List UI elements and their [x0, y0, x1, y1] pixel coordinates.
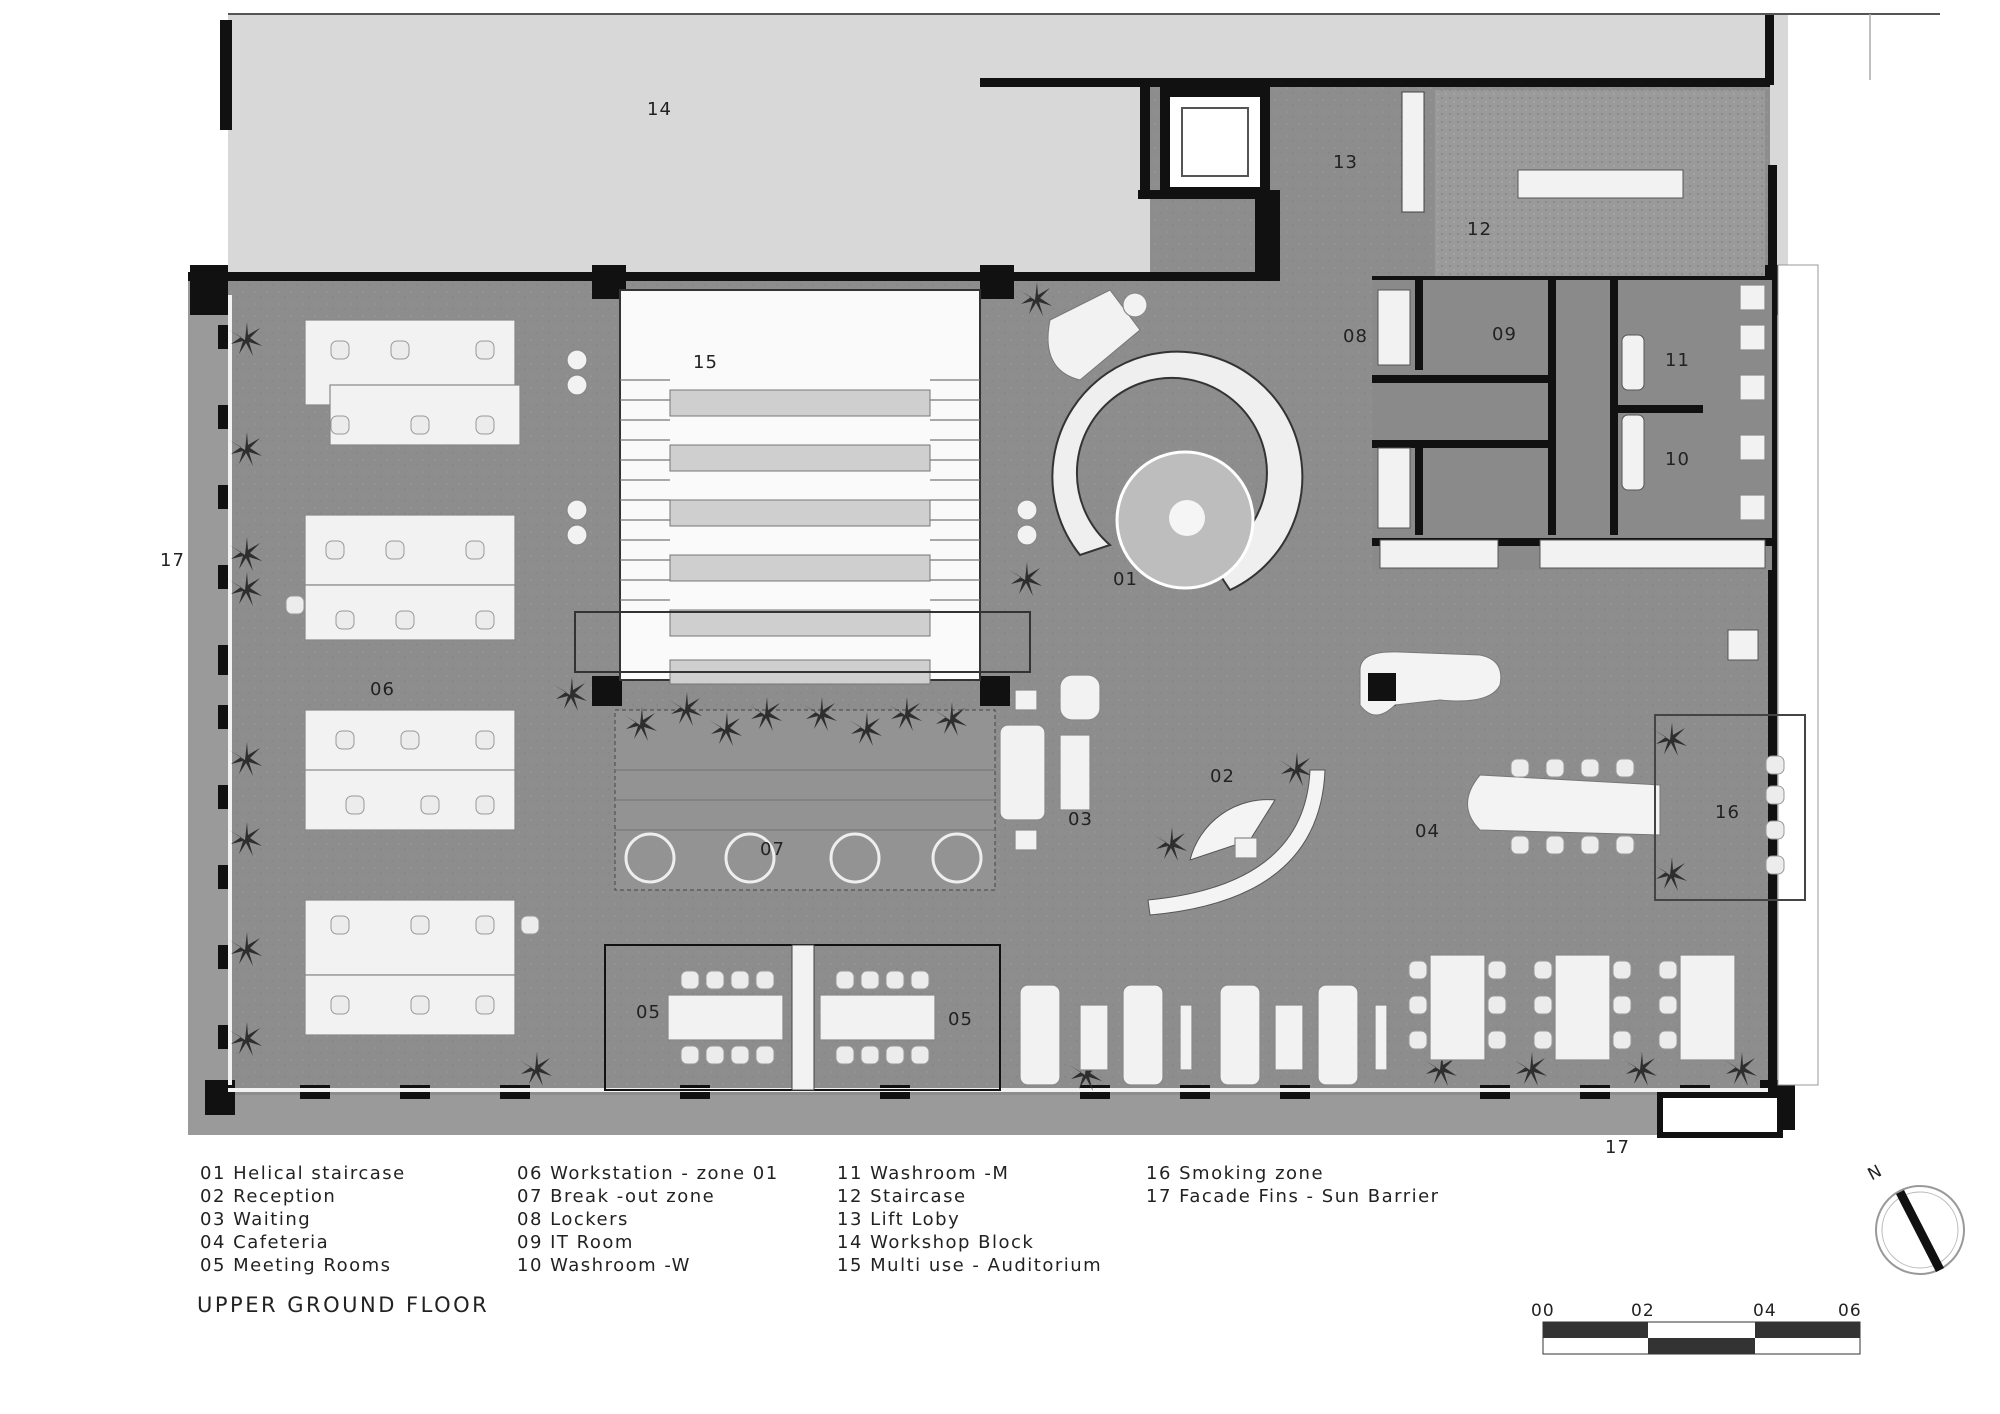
auditorium-side-stools [566, 349, 1038, 546]
column-sw [205, 1080, 235, 1115]
legend-item: 01 Helical staircase [200, 1163, 406, 1184]
drawing-title: UPPER GROUND FLOOR [197, 1293, 489, 1317]
room-label-14: 14 [647, 99, 672, 120]
legend-item: 08 Lockers [517, 1209, 629, 1230]
legend-item: 07 Break -out zone [517, 1186, 715, 1207]
room-label-11: 11 [1665, 350, 1690, 371]
lift-car [1181, 107, 1249, 177]
meeting-rooms-05 [604, 944, 1001, 1091]
legend-item: 16 Smoking zone [1146, 1163, 1324, 1184]
wall-east [1768, 165, 1777, 1105]
room-label-06: 06 [370, 679, 395, 700]
scale-tick-label: 06 [1838, 1301, 1862, 1321]
room-label-13: 13 [1333, 152, 1358, 173]
room-label-12: 12 [1467, 219, 1492, 240]
legend-item: 10 Washroom -W [517, 1255, 691, 1276]
room-label-10: 10 [1665, 449, 1690, 470]
legend-item: 15 Multi use - Auditorium [837, 1255, 1102, 1276]
room-label-04: 04 [1415, 821, 1440, 842]
legend-item: 17 Facade Fins - Sun Barrier [1146, 1186, 1440, 1207]
room-label-17-south: 17 [1605, 1137, 1630, 1158]
waiting-area-03 [999, 674, 1388, 1086]
room-label-05-left: 05 [636, 1002, 661, 1023]
wall-lobby-right [1765, 15, 1774, 85]
column-aud-ne [980, 265, 1014, 299]
wall-lobby-left [1140, 78, 1150, 198]
room-label-08: 08 [1343, 326, 1368, 347]
auditorium-15 [574, 289, 1031, 685]
compass-icon [1875, 1185, 1965, 1275]
wall-lobby-left-2 [1138, 190, 1278, 199]
west-glazing-line [228, 295, 232, 1085]
legend-item: 02 Reception [200, 1186, 336, 1207]
column-aud-se [980, 676, 1010, 706]
room-label-05-right: 05 [948, 1009, 973, 1030]
room-label-01: 01 [1113, 569, 1138, 590]
east-glazing [1777, 264, 1819, 1086]
services-block [1372, 280, 1772, 661]
south-facade-strip [188, 1095, 1780, 1135]
helical-staircase-01 [1047, 289, 1304, 592]
legend: 01 Helical staircase 02 Reception 03 Wai… [200, 1163, 1440, 1276]
legend-item: 13 Lift Loby [837, 1209, 960, 1230]
wall-workshop-left [220, 20, 232, 130]
room-label-09: 09 [1492, 324, 1517, 345]
smoking-zone-16 [1654, 714, 1806, 901]
wall-north-lobby [980, 78, 1770, 87]
legend-item: 05 Meeting Rooms [200, 1255, 392, 1276]
wall-north-main [188, 272, 1280, 281]
legend-item: 06 Workstation - zone 01 [517, 1163, 779, 1184]
north-arrow: N [1865, 1161, 1965, 1275]
legend-item: 09 IT Room [517, 1232, 634, 1253]
locker-strip [1401, 91, 1425, 213]
scale-tick-label: 00 [1531, 1301, 1555, 1321]
room-label-07: 07 [760, 839, 785, 860]
workstation-zone-06 [285, 319, 540, 1036]
legend-item: 03 Waiting [200, 1209, 311, 1230]
legend-item: 14 Workshop Block [837, 1232, 1034, 1253]
breakout-zone-07 [614, 709, 996, 891]
column-nw [190, 265, 228, 315]
legend-item: 12 Staircase [837, 1186, 967, 1207]
wall-lobby-col [1255, 190, 1280, 275]
legend-item: 04 Cafeteria [200, 1232, 329, 1253]
stair-landing [1517, 169, 1684, 199]
scale-tick-label: 02 [1631, 1301, 1655, 1321]
reception-02 [1147, 769, 1326, 916]
column-aud-sw [592, 676, 622, 706]
north-label: N [1865, 1161, 1887, 1185]
se-notch [1657, 1092, 1783, 1138]
cafeteria-04 [1359, 651, 1736, 1061]
room-label-03: 03 [1068, 809, 1093, 830]
scale-bar: 00 02 04 06 [1531, 1301, 1862, 1355]
legend-item: 11 Washroom -M [837, 1163, 1009, 1184]
room-label-17-west: 17 [160, 550, 185, 571]
room-label-15: 15 [693, 352, 718, 373]
room-label-02: 02 [1210, 766, 1235, 787]
room-label-16: 16 [1715, 802, 1740, 823]
scale-tick-label: 04 [1753, 1301, 1777, 1321]
